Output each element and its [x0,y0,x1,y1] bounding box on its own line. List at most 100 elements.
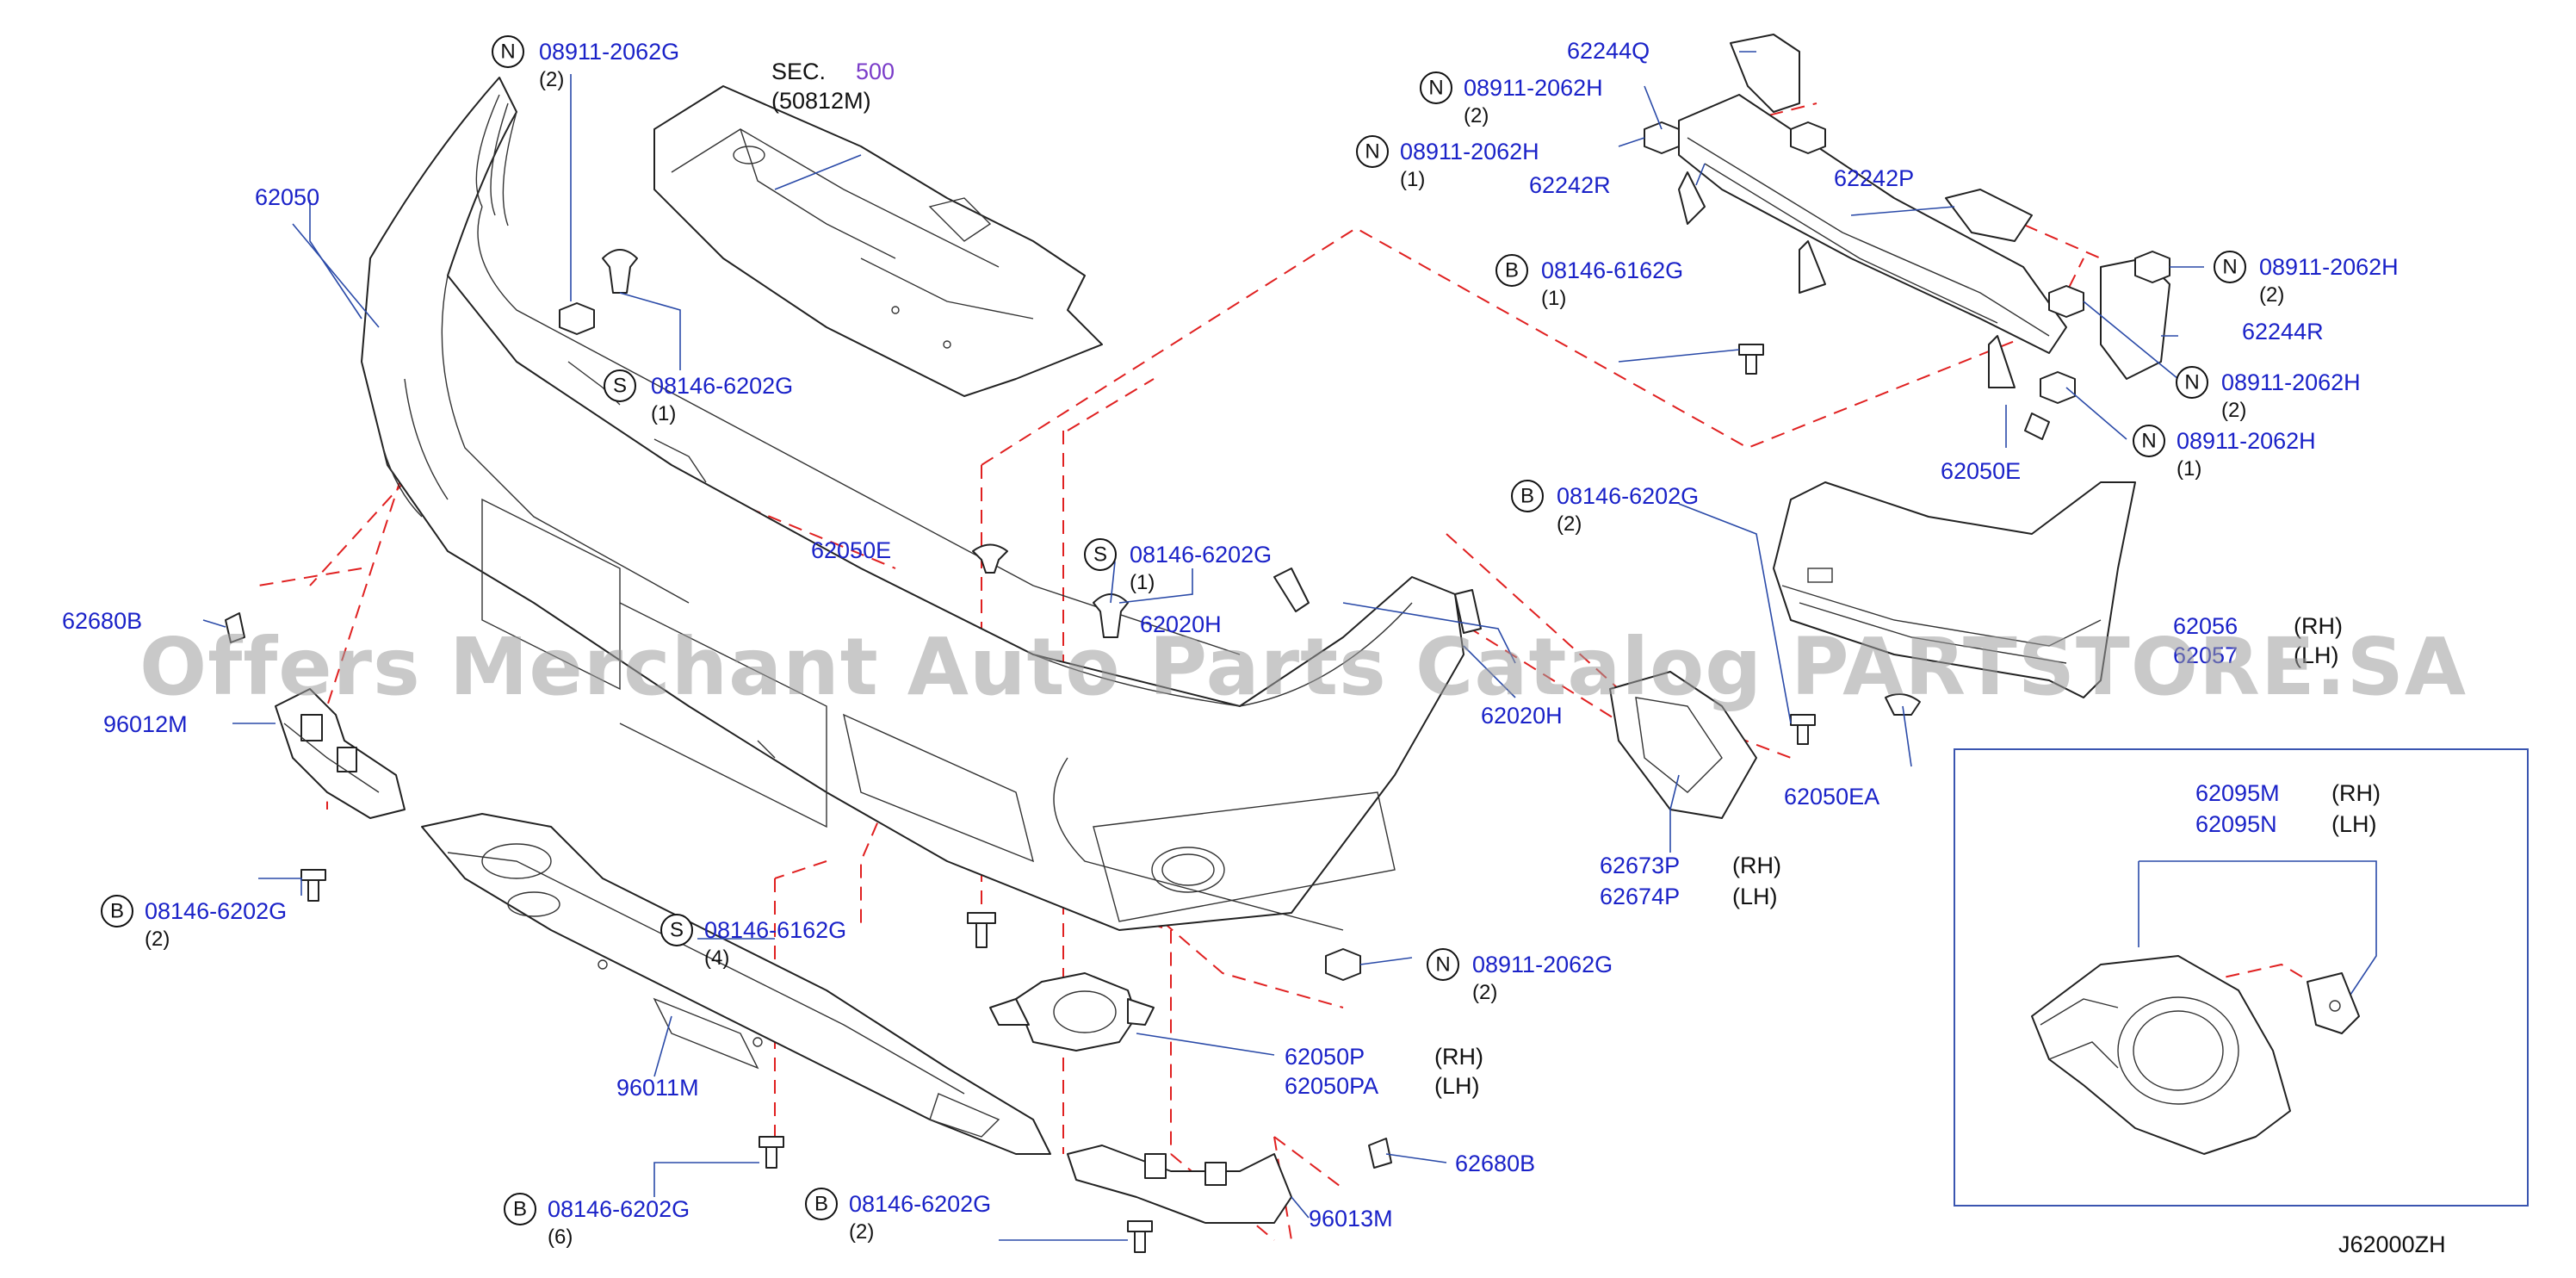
part-label-62242p[interactable]: 62242P [1834,165,1914,191]
sided-part-labels: 62056 (RH) 62057 (LH) 62673P (RH) 62674P… [1285,613,2381,1099]
part-number[interactable]: 08146-6202G [548,1196,690,1222]
part-number[interactable]: 08146-6162G [1541,257,1683,283]
part-labels: 62050 62050E 62050E 62680B 62680B 96012M… [62,38,2324,1231]
badge-letter: S [1093,543,1107,567]
callout-b-bottom-mid[interactable]: B 08146-6202G (2) [805,1188,991,1244]
sided-62050p[interactable]: 62050P (RH) 62050PA (LH) [1285,1044,1483,1099]
fasteners [225,121,2170,1253]
part-number-rh[interactable]: 62056 [2173,613,2238,639]
callout-n-rein-3[interactable]: N 08911-2062H (2) [2214,251,2399,307]
part-label-62680b[interactable]: 62680B [62,608,142,634]
fog-finisher-62050p [989,972,1155,1052]
callout-b-left[interactable]: B 08146-6202G (2) [101,895,287,951]
part-number[interactable]: 08146-6202G [1130,542,1272,568]
badge-letter: N [1428,77,1443,100]
part-number[interactable]: 08146-6202G [1557,483,1699,509]
callout-b-side[interactable]: B 08146-6202G (2) [1511,480,1699,536]
part-label-62050e[interactable]: 62050E [811,537,891,563]
badge-letter: N [500,40,515,64]
callout-n-rein-4[interactable]: N 08911-2062H (2) [2176,366,2361,422]
side-rh: (RH) [1434,1044,1483,1070]
quantity: (1) [651,402,676,425]
part-number[interactable]: 08911-2062H [2177,428,2316,454]
part-number-rh[interactable]: 62095M [2195,780,2280,806]
part-number-lh[interactable]: 62057 [2173,642,2238,668]
part-number[interactable]: 08911-2062H [2259,254,2399,280]
side-lh: (LH) [2294,642,2339,668]
side-lh: (LH) [2331,811,2377,837]
badge-letter: N [2141,430,2156,453]
quantity: (6) [548,1225,573,1249]
quantity: (2) [1557,512,1582,536]
reinforcement-assembly [1678,34,2170,388]
callout-n-rein-1[interactable]: N 08911-2062H (2) [1420,71,1603,127]
part-label-62050[interactable]: 62050 [255,184,319,210]
callout-n-rein-5[interactable]: N 08911-2062H (1) [2133,425,2316,481]
quantity: (4) [704,946,729,970]
section-reference[interactable]: SEC. 500 (50812M) [771,59,895,114]
under-panel-96011m [421,813,1051,1155]
part-number-rh[interactable]: 62050P [1285,1044,1365,1070]
part-label-62680b[interactable]: 62680B [1455,1151,1535,1176]
part-number[interactable]: 08911-2062H [1400,139,1539,164]
part-label-96013m[interactable]: 96013M [1309,1206,1393,1231]
sided-62095m[interactable]: 62095M (RH) 62095N (LH) [2195,780,2381,837]
badge-letter: B [1505,259,1519,282]
callout-s-clip-1[interactable]: S 08146-6202G (1) [604,369,793,425]
part-label-62020h[interactable]: 62020H [1481,703,1563,729]
badge-circle [1420,71,1452,104]
part-number-rh[interactable]: 62673P [1600,853,1680,878]
callout-b-bottom-left[interactable]: B 08146-6202G (6) [504,1193,690,1249]
part-label-96012m[interactable]: 96012M [103,711,188,737]
badge-letter: N [2222,256,2237,279]
quantity: (2) [1464,104,1489,127]
badge-letter: N [1435,953,1450,977]
sided-6205x[interactable]: 62056 (RH) 62057 (LH) [2173,613,2343,668]
sided-62673p[interactable]: 62673P (RH) 62674P (LH) [1600,853,1781,909]
section-number[interactable]: 500 [856,59,895,84]
side-lh: (LH) [1732,884,1778,909]
badge-letter: S [670,919,684,942]
callout-s-center[interactable]: S 08146-6202G (1) [1084,538,1272,594]
callout-s-lower[interactable]: S 08146-6162G (4) [660,914,846,970]
leader-lines [202,51,2204,1241]
part-number[interactable]: 08146-6202G [145,898,287,924]
part-label-62242r[interactable]: 62242R [1529,172,1611,198]
part-number-lh[interactable]: 62095N [2195,811,2277,837]
badge-circle [805,1188,838,1220]
part-number-lh[interactable]: 62050PA [1285,1073,1378,1099]
part-label-62244r[interactable]: 62244R [2242,319,2324,344]
callout-n-top-left[interactable]: N 08911-2062G (2) [492,35,679,91]
part-number[interactable]: 08146-6202G [651,373,793,399]
badge-circle [1356,135,1389,168]
part-number[interactable]: 08146-6162G [704,917,846,943]
bracket-96012m [275,688,406,819]
part-label-62050e[interactable]: 62050E [1941,458,2021,484]
part-number[interactable]: 08911-2062H [1464,75,1603,101]
callout-n-lower[interactable]: N 08911-2062G (2) [1427,948,1613,1004]
part-number[interactable]: 08911-2062G [539,39,679,65]
quantity: (2) [145,927,170,951]
part-number-lh[interactable]: 62674P [1600,884,1680,909]
part-number[interactable]: 08911-2062G [1472,952,1613,977]
part-label-96011m[interactable]: 96011M [616,1075,699,1101]
callout-b-rein[interactable]: B 08146-6162G (1) [1495,254,1683,310]
part-label-62244q[interactable]: 62244Q [1567,38,1650,64]
quantity: (1) [1400,168,1425,191]
watermark-text: Offers Merchant Auto Parts Catalog PARTS… [139,621,2467,713]
part-label-62020h[interactable]: 62020H [1140,611,1222,637]
part-number[interactable]: 08911-2062H [2221,369,2361,395]
under-cover-50812m [653,85,1103,397]
badge-circle [2214,251,2246,283]
part-label-62050ea[interactable]: 62050EA [1784,784,1879,810]
callout-n-rein-2[interactable]: N 08911-2062H (1) [1356,135,1539,191]
part-number[interactable]: 08146-6202G [849,1191,991,1217]
quantity: (1) [2177,457,2201,481]
quantity: (2) [2259,283,2284,307]
badge-circle [2176,366,2208,399]
badge-circle [660,914,693,946]
side-rh: (RH) [1732,853,1781,878]
badge-circle [504,1193,536,1225]
